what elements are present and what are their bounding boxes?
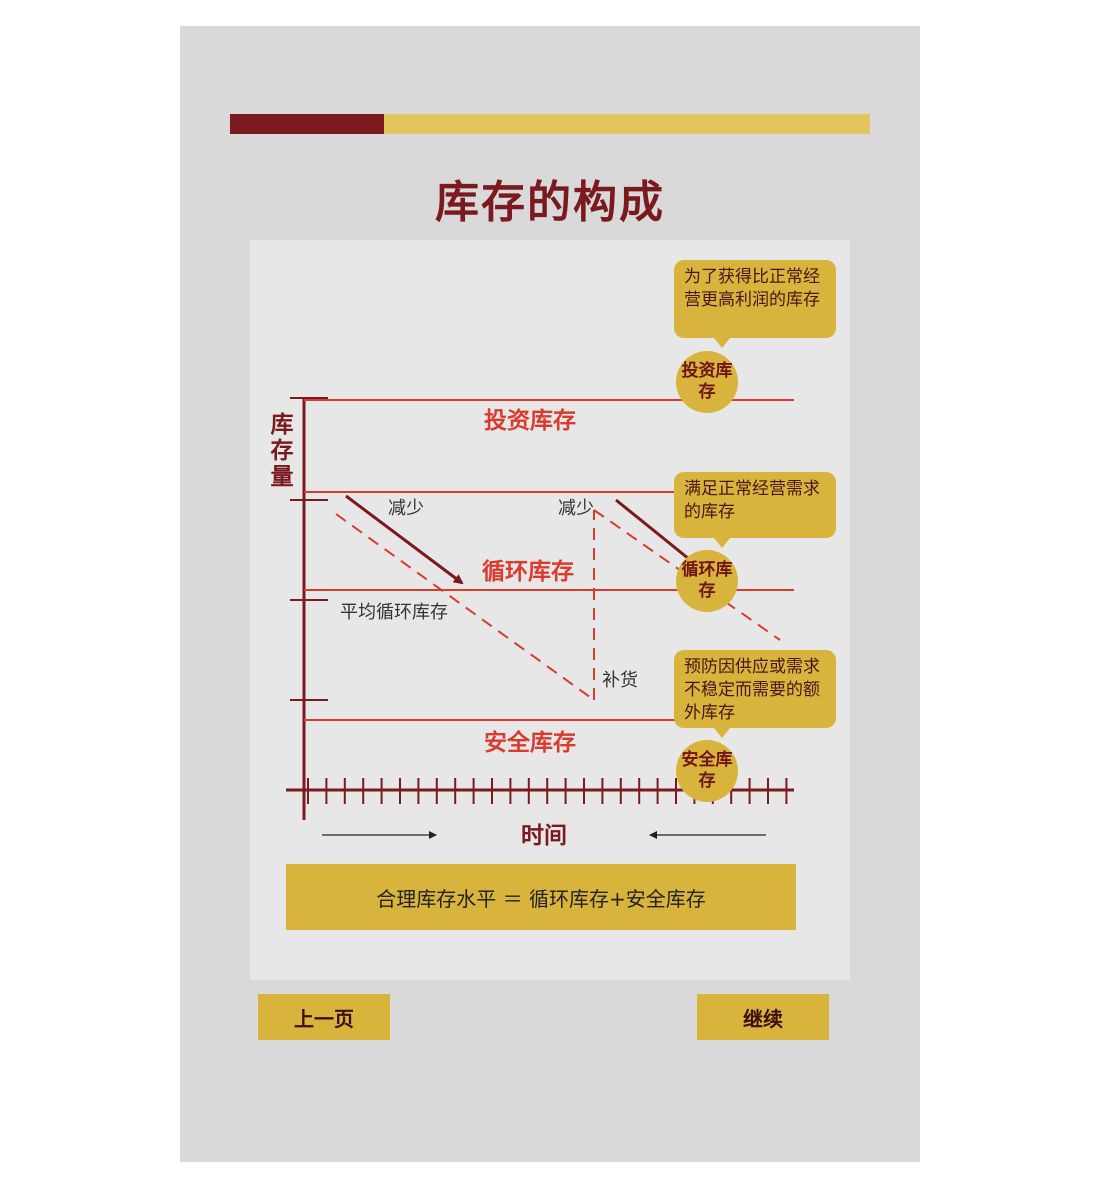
prev-page-button[interactable]: 上一页 (258, 994, 390, 1040)
badge-cycle: 循环库存 (676, 550, 738, 612)
continue-button[interactable]: 继续 (697, 994, 829, 1040)
page: 库存的构成 (180, 26, 920, 1162)
average-cycle-dashed-2 (593, 509, 781, 641)
page-title: 库存的构成 (435, 177, 665, 228)
header-bar-dark (230, 114, 384, 134)
callout-cycle-text: 满足正常经营需求的库存 (684, 479, 820, 522)
header-bar-gold (384, 114, 870, 134)
y-axis-label-3: 量 (271, 464, 294, 490)
inventory-diagram: 库 存 量 投资库存 循环库存 安全库存 减少 减少 平均循环库存 补货 时间 (271, 397, 794, 849)
x-axis-label: 时间 (521, 823, 567, 849)
decrease-label-1: 减少 (388, 498, 424, 519)
investment-zone-label: 投资库存 (484, 407, 576, 434)
formula-box: 合理库存水平 ＝ 循环库存+安全库存 (286, 864, 796, 930)
callout-investment: 为了获得比正常经营更高利润的库存 (674, 260, 836, 348)
y-axis-label-2: 存 (271, 437, 294, 464)
diagram-panel (250, 240, 850, 980)
decrease-label-2: 减少 (558, 498, 594, 519)
badge-investment: 投资库存 (676, 351, 738, 413)
badge-safety: 安全库存 (676, 740, 738, 802)
callout-investment-text: 为了获得比正常经营更高利润的库存 (684, 267, 820, 310)
y-axis-label-1: 库 (271, 412, 294, 438)
callout-cycle: 满足正常经营需求的库存 (674, 472, 836, 548)
callout-safety-text: 预防因供应或需求不稳定而需要的额外库存 (684, 657, 820, 723)
average-cycle-dashed-1 (335, 513, 595, 701)
safety-zone-label: 安全库存 (484, 729, 576, 756)
callout-safety: 预防因供应或需求不稳定而需要的额外库存 (674, 650, 836, 738)
cycle-zone-label: 循环库存 (482, 558, 574, 585)
replenish-label: 补货 (602, 670, 638, 691)
decrease-arrow-1 (345, 494, 464, 585)
average-cycle-label: 平均循环库存 (340, 602, 448, 623)
